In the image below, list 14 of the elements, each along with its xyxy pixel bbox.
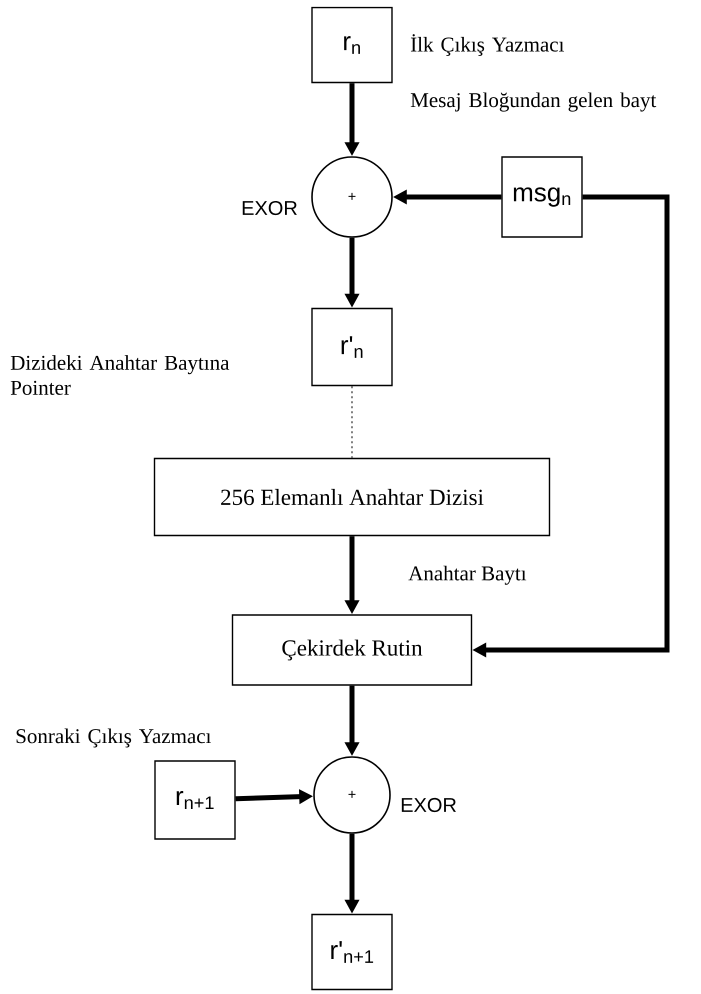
register-box: r$_{n}$ — [311, 6, 393, 84]
node-caption: İlk Çıkış Yazmacı — [410, 34, 564, 56]
node-caption: Sonraki Çıkış Yazmacı — [16, 728, 212, 748]
register-box: r$_{n+1}$ — [154, 760, 236, 840]
edge-label: Anahtar Baytı — [408, 566, 526, 585]
node-caption: EXOR — [402, 798, 456, 812]
register-box: r'$_{n}$ — [311, 308, 393, 386]
register-box: msg$_{n}$ — [501, 156, 583, 238]
register-box: r'$_{n+1}$ — [311, 914, 393, 990]
node-caption: EXOR — [242, 200, 297, 216]
caption-text: Dizideki Anahtar Baytına Pointer — [10, 355, 230, 395]
process-box: 256 Elemanlı Anahtar Dizisi — [154, 458, 550, 536]
process-box: Çekirdek Rutin — [232, 614, 472, 686]
caption-text: Mesaj Bloğundan gelen bayt — [410, 92, 656, 112]
